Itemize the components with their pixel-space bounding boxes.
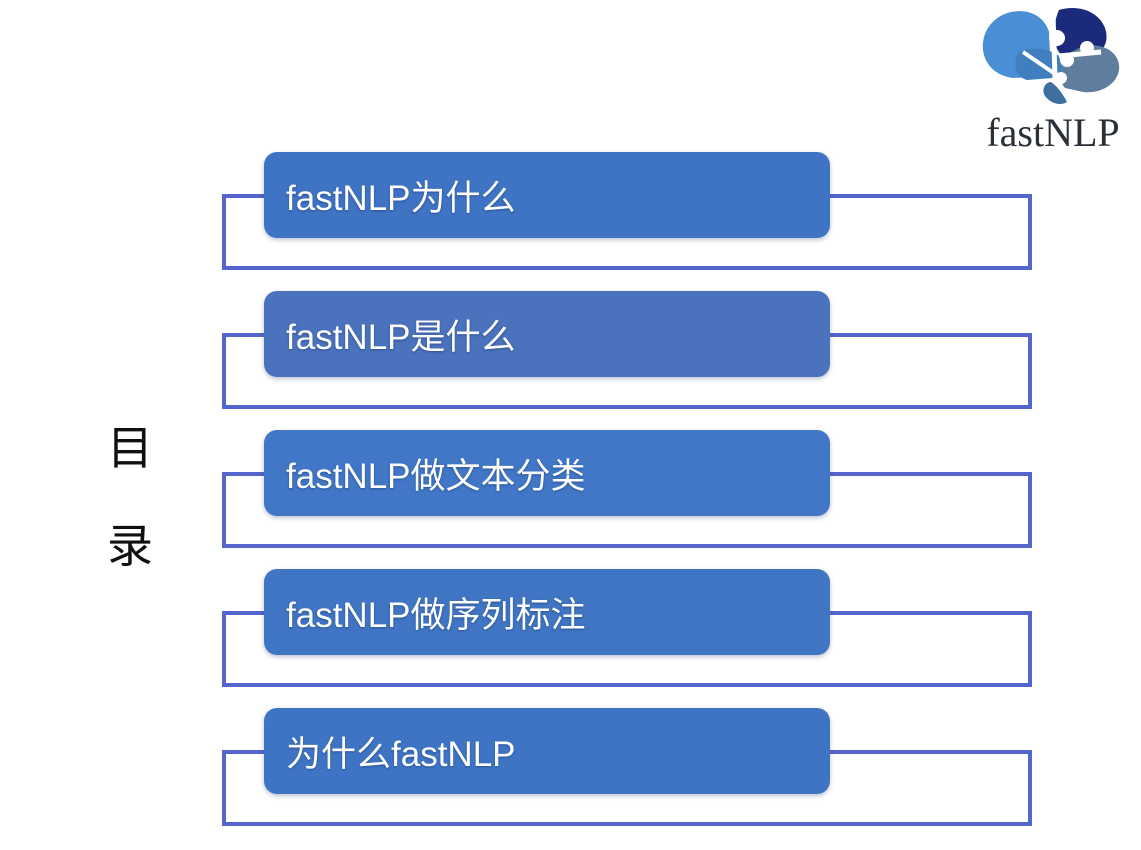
toc-item-3[interactable]: fastNLP做文本分类 bbox=[264, 430, 830, 516]
toc-item-5[interactable]: 为什么fastNLP bbox=[264, 708, 830, 794]
logo-wordmark: fastNLP bbox=[986, 110, 1120, 155]
toc-item-4[interactable]: fastNLP做序列标注 bbox=[264, 569, 830, 655]
toc-item-3-label: fastNLP做文本分类 bbox=[286, 456, 586, 496]
fastnlp-logo: fastNLP bbox=[965, 2, 1141, 160]
page-title-char-2: 录 bbox=[107, 519, 153, 573]
toc-item-1[interactable]: fastNLP为什么 bbox=[264, 152, 830, 238]
toc-item-2[interactable]: fastNLP是什么 bbox=[264, 291, 830, 377]
toc-item-2-label: fastNLP是什么 bbox=[286, 317, 516, 357]
toc-item-5-label: 为什么fastNLP bbox=[286, 734, 516, 774]
page-title: 目 录 bbox=[60, 425, 200, 569]
page-title-char-1: 目 bbox=[107, 421, 153, 475]
toc-item-1-label: fastNLP为什么 bbox=[286, 178, 516, 218]
toc-item-4-label: fastNLP做序列标注 bbox=[286, 595, 586, 635]
brain-puzzle-icon bbox=[975, 2, 1130, 112]
